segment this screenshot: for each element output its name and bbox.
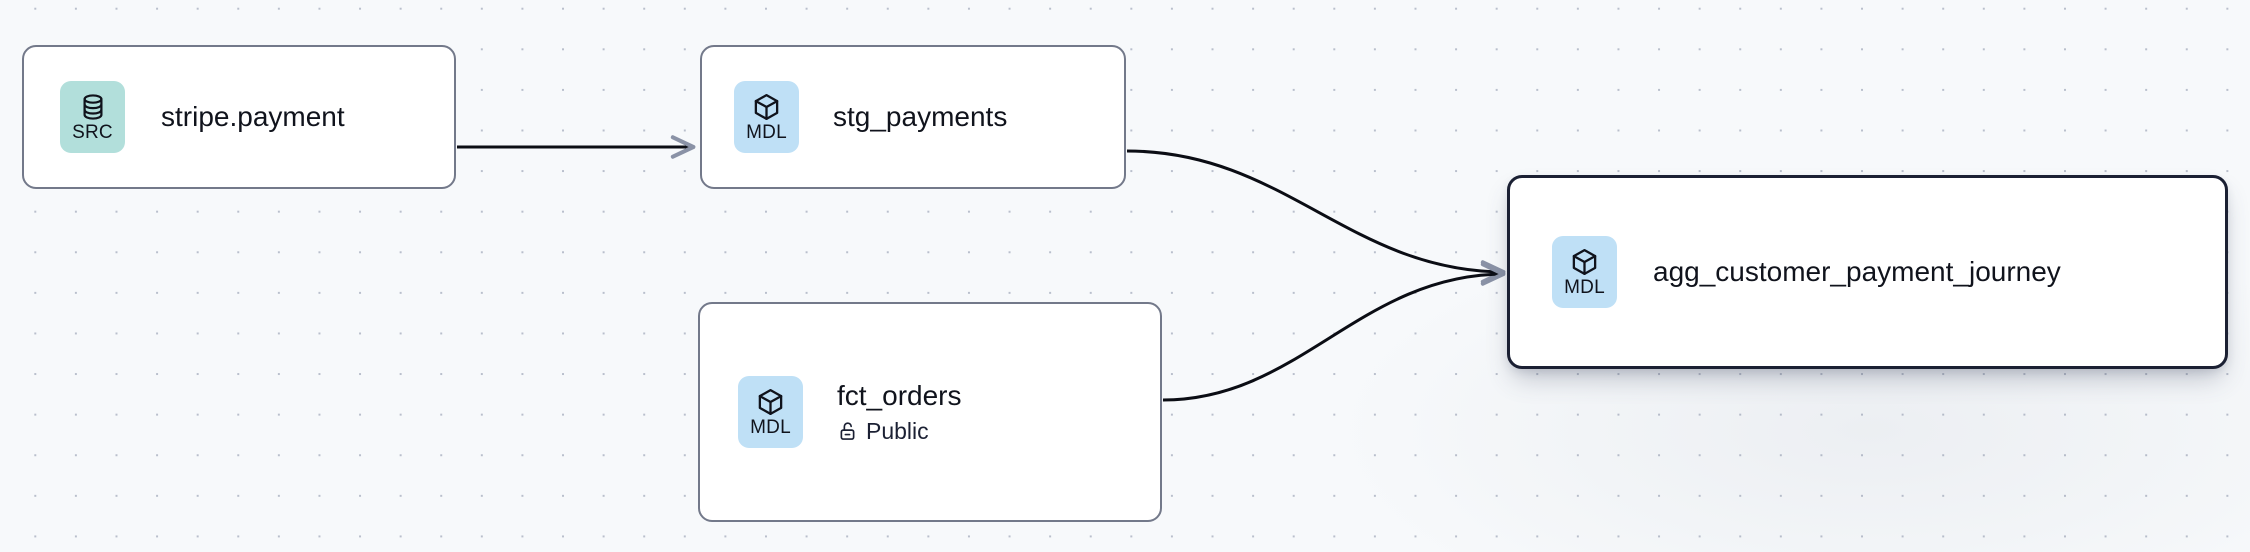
node-body: stg_payments (833, 101, 1007, 133)
lineage-node-fct-orders[interactable]: MDL fct_orders Public (698, 302, 1162, 522)
badge-label: MDL (750, 417, 791, 438)
cube-icon (1570, 247, 1599, 277)
badge-mdl: MDL (1552, 236, 1617, 308)
cube-icon (752, 92, 781, 122)
lineage-node-stripe-payment[interactable]: SRC stripe.payment (22, 45, 456, 189)
node-title: agg_customer_payment_journey (1653, 255, 2061, 287)
badge-label: MDL (1564, 277, 1605, 298)
badge-mdl: MDL (734, 81, 799, 153)
edge-stg-payments-to-agg-customer-payment-journey[interactable] (1126, 149, 1506, 284)
cube-icon (756, 387, 785, 417)
lineage-node-stg-payments[interactable]: MDL stg_payments (700, 45, 1126, 189)
node-body: agg_customer_payment_journey (1653, 256, 2061, 288)
database-icon (79, 92, 107, 122)
badge-label: SRC (72, 122, 113, 143)
node-title: fct_orders (837, 380, 962, 412)
lineage-node-agg-customer-payment-journey[interactable]: MDL agg_customer_payment_journey (1507, 175, 2228, 369)
node-body: fct_orders Public (837, 380, 962, 444)
badge-src: SRC (60, 81, 125, 153)
edge-fct-orders-to-agg-customer-payment-journey[interactable] (1162, 262, 1506, 402)
node-title: stg_payments (833, 100, 1008, 132)
badge-label: MDL (746, 122, 787, 143)
badge-mdl: MDL (738, 376, 803, 448)
node-visibility: Public (837, 417, 962, 444)
node-title: stripe.payment (161, 100, 345, 132)
node-body: stripe.payment (161, 101, 345, 133)
visibility-label: Public (866, 417, 929, 444)
unlock-icon (837, 420, 858, 442)
